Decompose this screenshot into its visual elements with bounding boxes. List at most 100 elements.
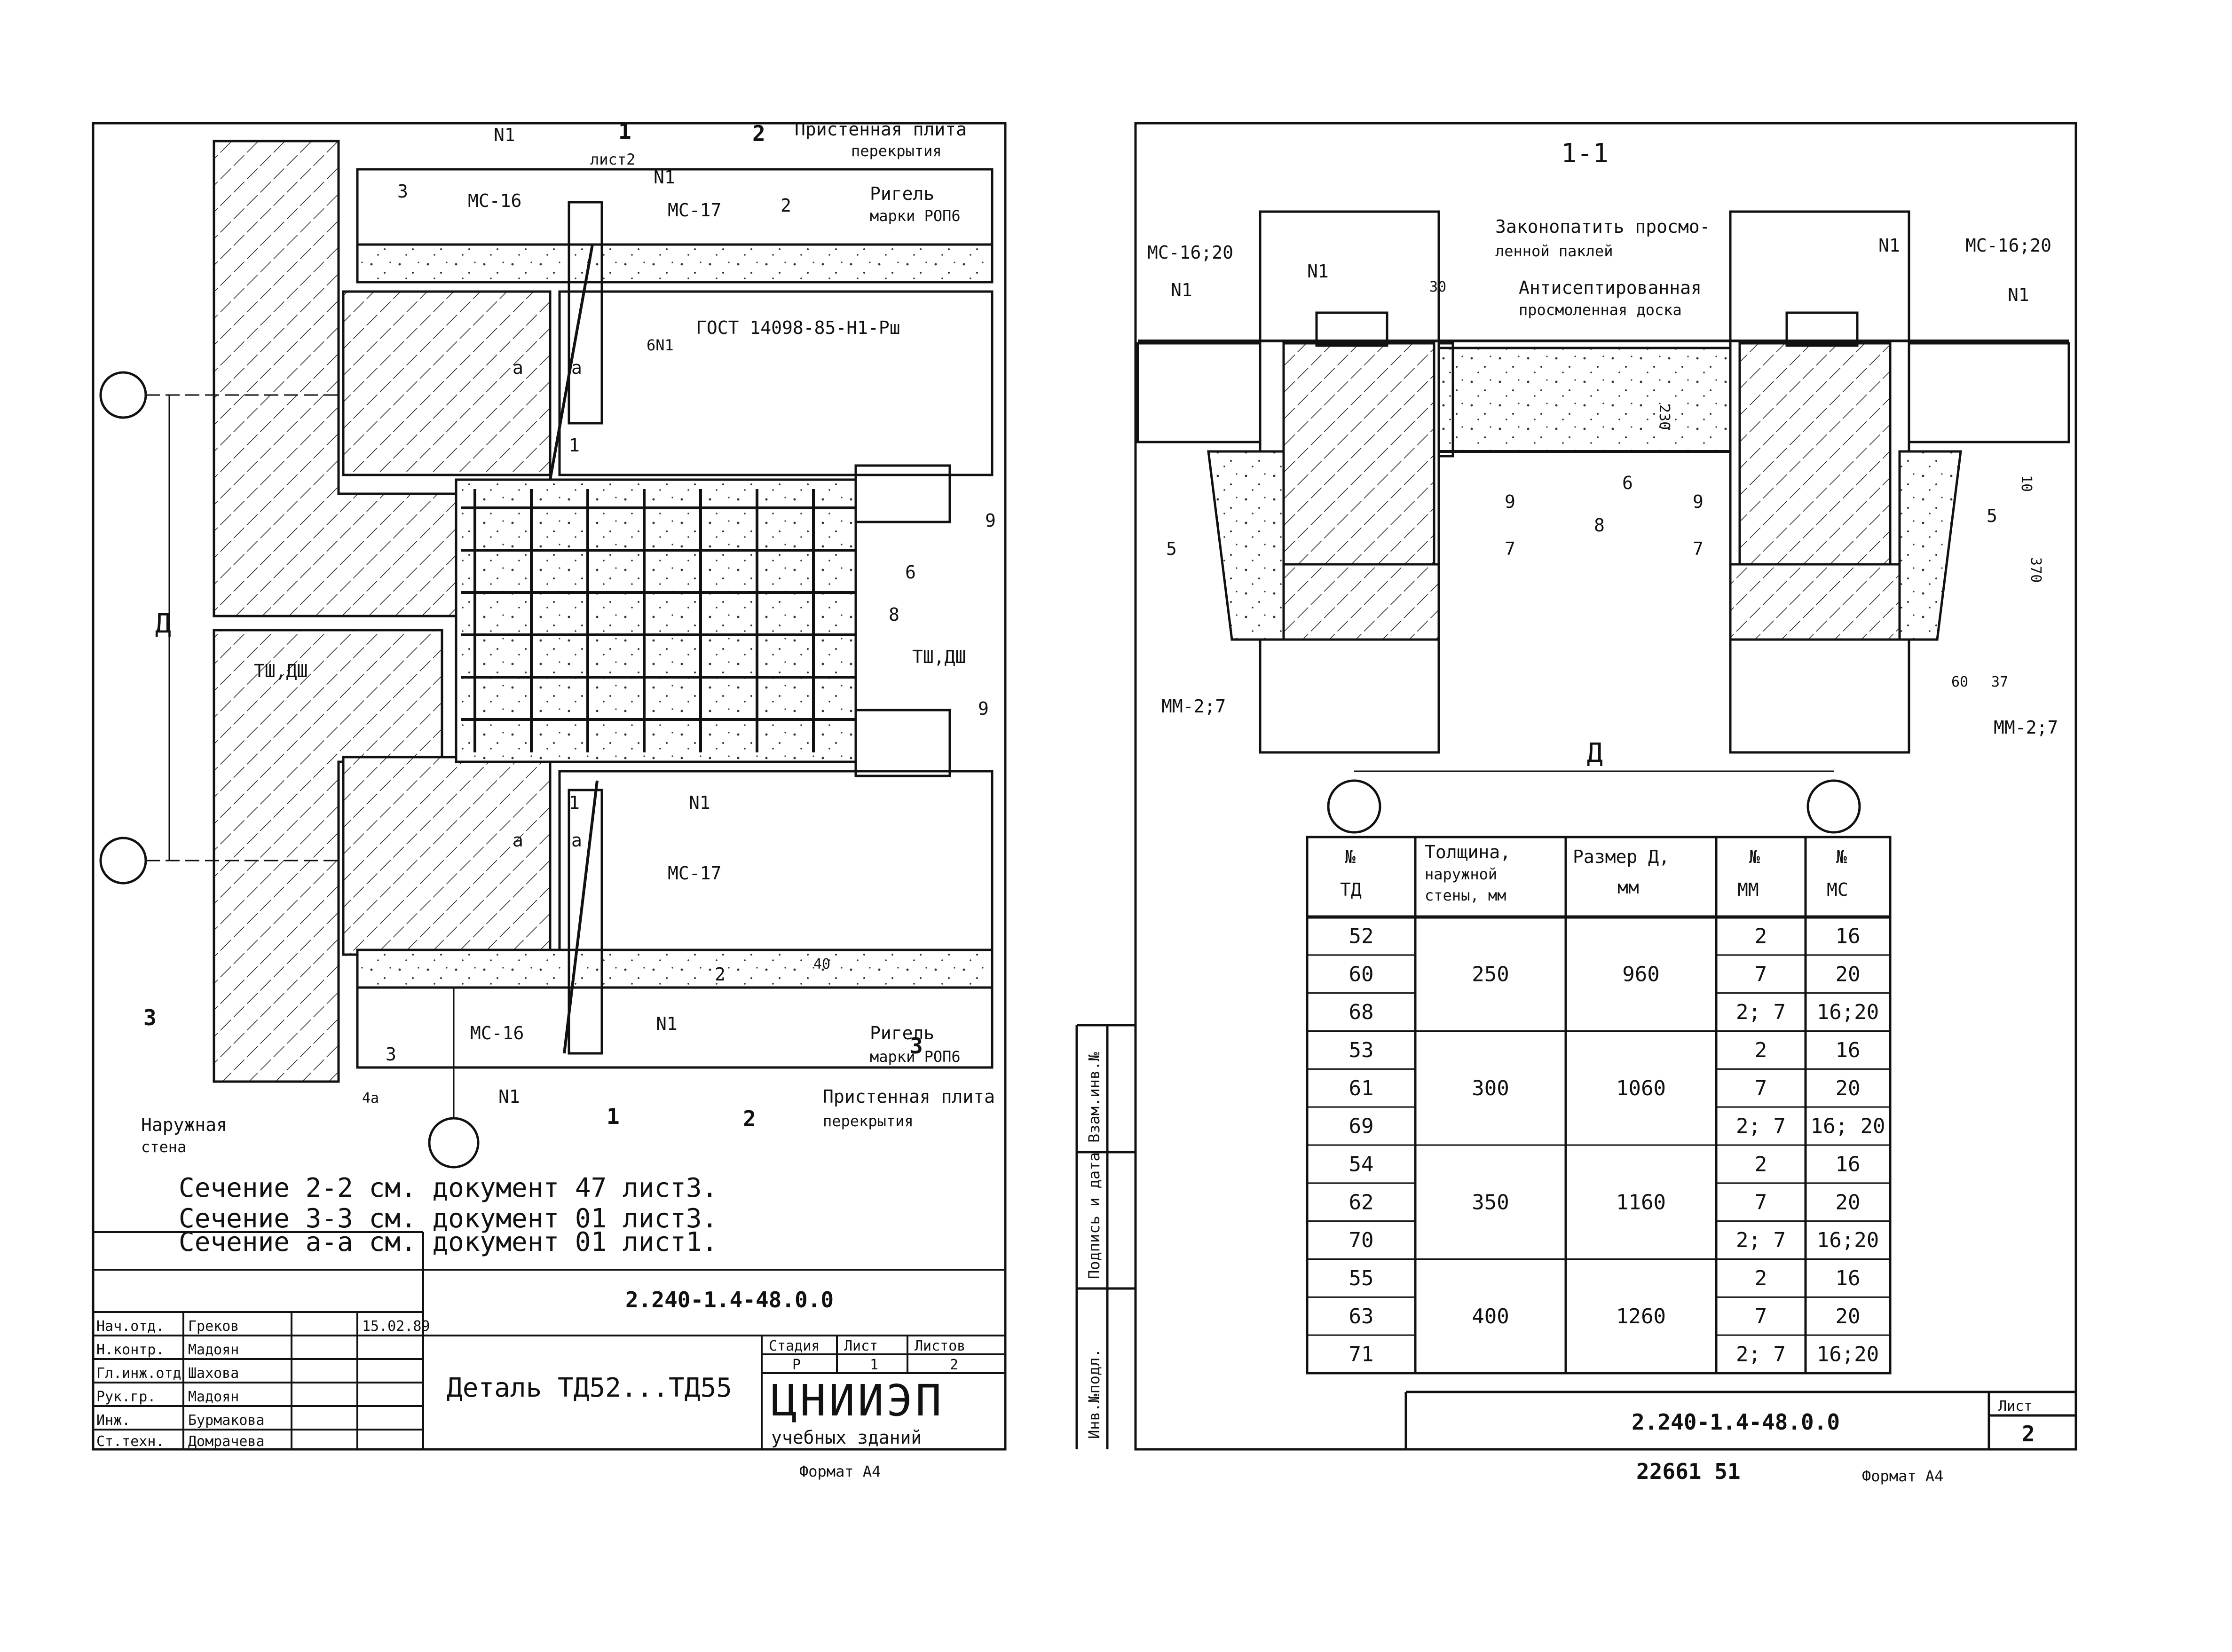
label-1-upper: 1: [569, 435, 580, 456]
ms16-bar-lower: [563, 780, 599, 1054]
table-cell-td: 61: [1349, 1076, 1374, 1100]
label-7-s2-right: 7: [1693, 538, 1704, 559]
table-cell-size: 1160: [1616, 1190, 1666, 1214]
th-ms-2: МС: [1827, 879, 1848, 900]
label-n1-bottom: N1: [498, 1086, 520, 1107]
doc-number-sheet1: 2.240-1.4-48.0.0: [625, 1287, 834, 1312]
label-8: 8: [889, 604, 899, 625]
table-cell-mm: 2; 7: [1736, 1228, 1786, 1252]
table-cell-td: 63: [1349, 1304, 1374, 1328]
table-cell-td: 71: [1349, 1343, 1374, 1367]
rebar-grid: [461, 489, 856, 752]
label-rigel-brand-lower: марки РОП6: [870, 1048, 961, 1066]
table-cell-mm: 2; 7: [1736, 1000, 1786, 1024]
spec-table-rows: [1307, 954, 1890, 1336]
th-td-2: ТД: [1340, 879, 1362, 900]
slab-edge-9-lower: [854, 709, 951, 777]
label-2-lower: 2: [715, 964, 726, 985]
th-ms-1: №: [1836, 846, 1847, 867]
stamp-sheets: 2: [950, 1357, 958, 1373]
dim-37: 37: [1991, 674, 2008, 690]
table-cell-mm: 2: [1755, 1152, 1767, 1176]
table-cell-td: 60: [1349, 962, 1374, 986]
note-1: Сечение 2-2 см. документ 47 лист3.: [179, 1173, 718, 1203]
label-d-s2: Д: [1587, 738, 1603, 768]
note-3: Сечение а-а см. документ 01 лист1.: [179, 1227, 718, 1257]
n1-right-far: N1: [2008, 285, 2029, 305]
rigel-lower: [558, 770, 994, 951]
label-rigel-lower: Ригель: [870, 1023, 934, 1043]
caulk-label-2: ленной паклей: [1495, 242, 1613, 260]
n1-left-far: N1: [1171, 280, 1192, 300]
infill-concrete: [455, 478, 857, 763]
table-cell-ms: 16: [1836, 1152, 1861, 1176]
n1-plate-left: [1315, 311, 1388, 347]
section-mark-1-bottom: 1: [607, 1104, 620, 1129]
ms16-20-left: МС-16;20: [1147, 242, 1233, 263]
org-subtitle: учебных зданий: [771, 1427, 922, 1448]
stamp-stage: Р: [792, 1357, 801, 1373]
section-mark-1: 1: [618, 119, 631, 144]
note-2: Сечение 3-3 см. документ 01 лист3.: [179, 1203, 718, 1234]
doc-number-sheet2: 2.240-1.4-48.0.0: [1632, 1409, 1840, 1435]
archive-number: 22661 51: [1636, 1459, 1741, 1484]
caulk-label-1: Законопатить просмо-: [1495, 216, 1711, 237]
table-cell-thickness: 350: [1472, 1190, 1509, 1214]
n1-plate-right: [1785, 311, 1859, 347]
dim-60: 60: [1951, 674, 1968, 690]
section-mark-3-right: 3: [910, 1033, 923, 1059]
table-cell-size: 960: [1622, 962, 1659, 986]
rigel-upper: [558, 290, 994, 476]
dim-370: 370: [2027, 557, 2044, 583]
table-cell-size: 1060: [1616, 1076, 1666, 1100]
th-td-1: №: [1345, 846, 1356, 867]
n1-left: N1: [1307, 261, 1329, 282]
table-cell-td: 53: [1349, 1038, 1374, 1062]
role-3: Гл.инж.отд: [96, 1365, 181, 1382]
table-cell-mm: 2; 7: [1736, 1343, 1786, 1367]
label-a-upper-left: а: [513, 357, 523, 378]
wall-slab-label-bottom-2: перекрытия: [823, 1112, 914, 1130]
outer-wall-lower: [213, 629, 443, 1083]
axis-bubble-3: [428, 1117, 480, 1169]
sheet1-frame: [92, 122, 1007, 1451]
label-n1-lower: N1: [689, 792, 710, 813]
stamp-sheet: 1: [870, 1357, 878, 1373]
table-cell-td: 70: [1349, 1228, 1374, 1252]
name-5: Бурмакова: [188, 1412, 265, 1429]
table-cell-ms: 20: [1836, 1190, 1861, 1214]
grout-right-5: [1898, 450, 1962, 641]
section-mark-3-left: 3: [143, 1005, 157, 1030]
column-upper: [342, 290, 552, 476]
stamp-sheet-hdr: Лист: [844, 1338, 878, 1354]
section-sheet-ref: лист2: [590, 150, 635, 168]
axis-bubble-s2-right: [1806, 779, 1861, 834]
side-stamp-repl: Взам.инв.№: [1085, 1052, 1103, 1143]
table-cell-thickness: 250: [1472, 962, 1509, 986]
table-cell-ms: 16: [1836, 1266, 1861, 1290]
table-cell-ms: 20: [1836, 1076, 1861, 1100]
sheet2: [1075, 122, 2077, 1451]
infill-6: [1437, 347, 1732, 453]
label-n1-lower-2: N1: [656, 1013, 678, 1034]
sheet1: [92, 122, 1007, 1451]
label-5-right: 5: [1987, 506, 1997, 526]
table-cell-mm: 2; 7: [1736, 1115, 1786, 1138]
sheet2-sheet-hdr: Лист: [1998, 1398, 2032, 1415]
axis-bubble-2: [99, 837, 147, 885]
name-3: Шахова: [188, 1365, 239, 1382]
table-cell-td: 62: [1349, 1190, 1374, 1214]
stamp-sheets-hdr: Листов: [915, 1338, 965, 1354]
slab-grout-upper: [356, 243, 994, 284]
table-cell-mm: 2: [1755, 1038, 1767, 1062]
role-4: Рук.гр.: [96, 1389, 156, 1405]
table-cell-thickness: 300: [1472, 1076, 1509, 1100]
format-sheet2: Формат А4: [1862, 1467, 1943, 1485]
caulk-strip: [1437, 342, 1454, 458]
table-cell-td: 69: [1349, 1115, 1374, 1138]
name-6: Домрачева: [188, 1433, 265, 1450]
label-ms16-lower: МС-16: [470, 1023, 524, 1043]
th-size-2: мм: [1617, 877, 1639, 898]
